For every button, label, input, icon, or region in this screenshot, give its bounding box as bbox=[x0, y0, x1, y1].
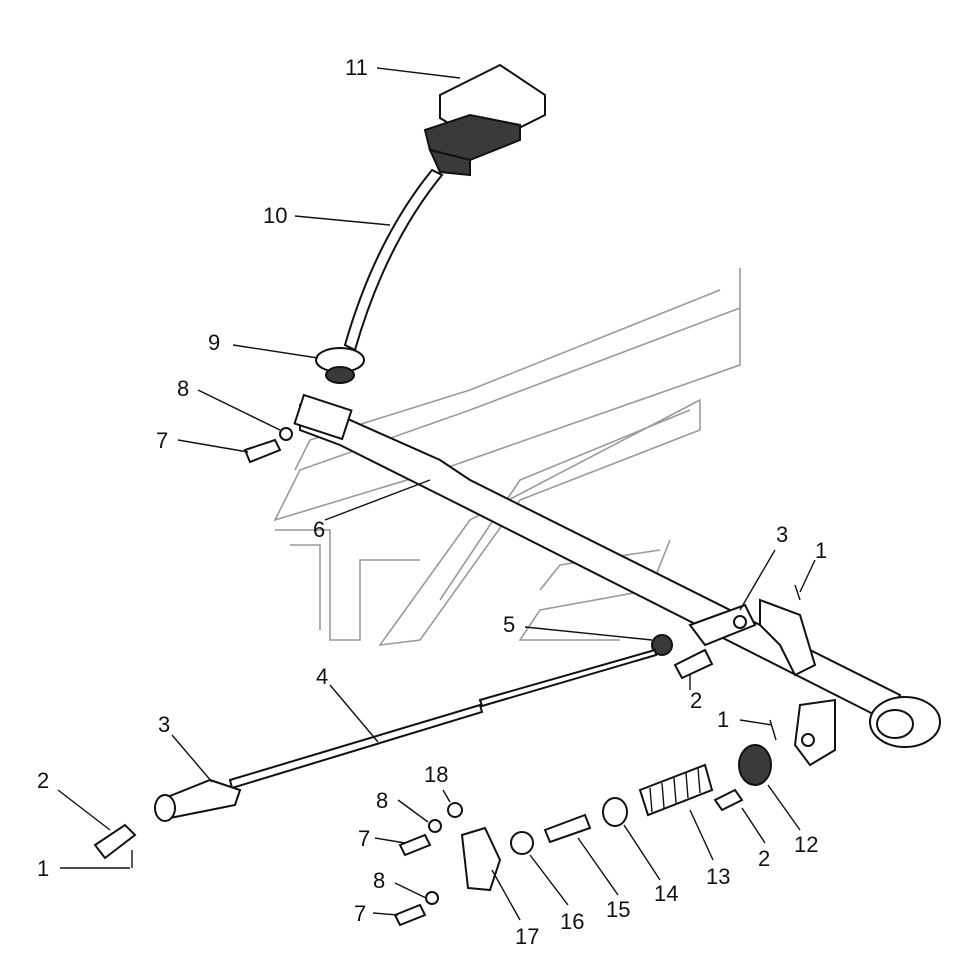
label-15: 15 bbox=[606, 897, 630, 922]
label-3-left: 3 bbox=[158, 712, 170, 737]
label-1-right-top: 1 bbox=[815, 538, 827, 563]
gaz-logo-watermark bbox=[273, 268, 741, 647]
spring-13 bbox=[638, 763, 714, 817]
bracket-17 bbox=[460, 826, 502, 892]
clevis-right bbox=[688, 598, 817, 677]
bolt-7-low bbox=[393, 891, 439, 927]
label-8-mid: 8 bbox=[376, 788, 388, 813]
label-11: 11 bbox=[345, 55, 368, 80]
nut-5 bbox=[651, 634, 673, 656]
label-13: 13 bbox=[706, 864, 730, 889]
label-1-right-low: 1 bbox=[717, 707, 729, 732]
label-17: 17 bbox=[515, 924, 539, 949]
label-7-low: 7 bbox=[354, 901, 366, 926]
label-9: 9 bbox=[208, 330, 220, 355]
label-4: 4 bbox=[316, 664, 328, 689]
label-8-low: 8 bbox=[373, 868, 385, 893]
bolt-7-mid bbox=[398, 819, 442, 857]
washer-18 bbox=[447, 802, 463, 818]
label-2-left: 2 bbox=[37, 768, 49, 793]
pin-2-right bbox=[713, 788, 744, 812]
label-10: 10 bbox=[263, 203, 287, 228]
clevis-left bbox=[154, 778, 242, 822]
label-7-top: 7 bbox=[156, 428, 168, 453]
leader-lines bbox=[57, 67, 816, 921]
label-12: 12 bbox=[794, 832, 818, 857]
label-7-mid: 7 bbox=[358, 826, 370, 851]
label-2-mid: 2 bbox=[690, 688, 702, 713]
bolt-7-top bbox=[243, 427, 293, 464]
label-8-top: 8 bbox=[177, 376, 189, 401]
cotter-pin-1-right-low bbox=[769, 719, 777, 741]
label-2-right: 2 bbox=[758, 846, 770, 871]
label-5: 5 bbox=[503, 612, 515, 637]
pin-2-mid bbox=[673, 648, 714, 680]
label-6: 6 bbox=[313, 517, 325, 542]
label-18: 18 bbox=[424, 762, 448, 787]
pedal-arm bbox=[343, 168, 444, 352]
clutch-lever bbox=[293, 393, 941, 767]
label-3-right: 3 bbox=[776, 522, 788, 547]
cup-14 bbox=[602, 797, 628, 827]
pin-2-left bbox=[93, 823, 137, 860]
label-14: 14 bbox=[654, 881, 678, 906]
nut-16 bbox=[510, 831, 534, 855]
pedal-boot bbox=[315, 347, 365, 384]
label-16: 16 bbox=[560, 909, 584, 934]
pedal-pad bbox=[423, 63, 546, 177]
push-rod bbox=[228, 648, 658, 790]
label-1-left: 1 bbox=[37, 856, 49, 881]
cotter-pin-1-right-top bbox=[794, 584, 801, 601]
cap-12 bbox=[738, 744, 772, 786]
stud-15 bbox=[543, 813, 592, 844]
